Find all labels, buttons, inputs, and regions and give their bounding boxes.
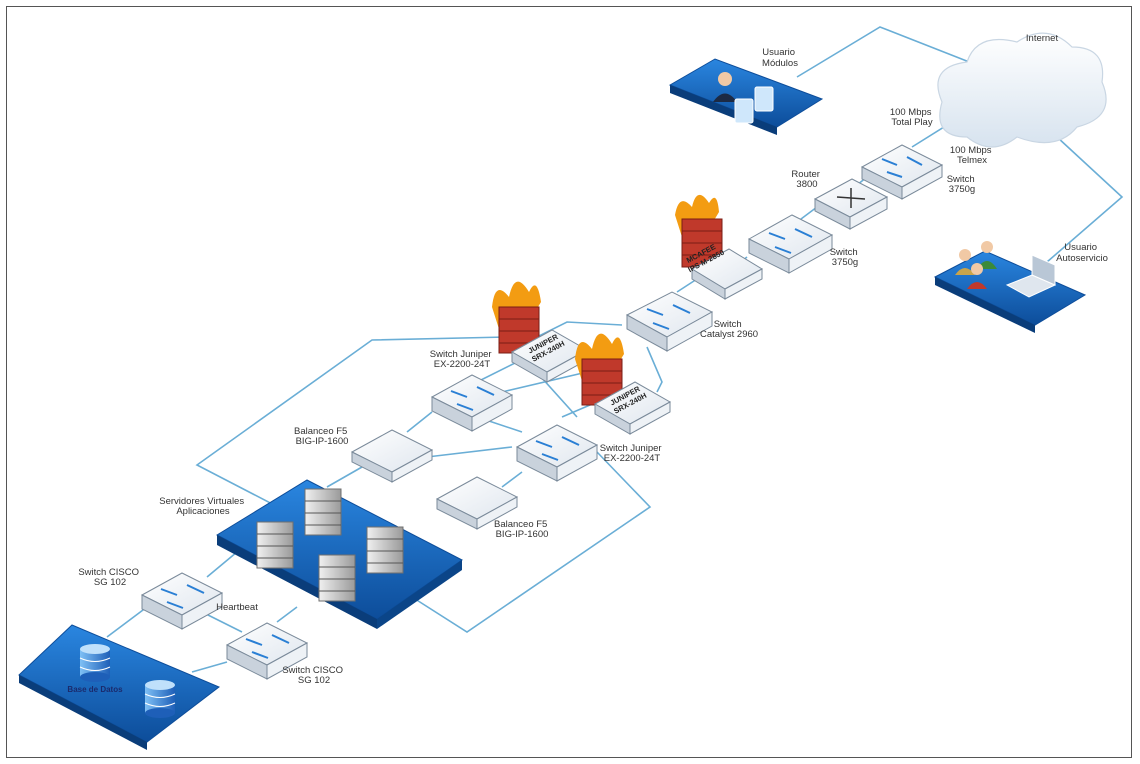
- label-switch-3750-mid: Switch 3750g: [830, 247, 861, 268]
- label-router-line2: 3800: [796, 179, 817, 190]
- label-switch-3750-mid-line2: 3750g: [832, 257, 858, 268]
- mcafee-ips-firewall: [675, 194, 764, 300]
- label-switch-catalyst-line2: Catalyst 2960: [700, 329, 758, 340]
- label-telmex-line2: Telmex: [957, 155, 987, 166]
- label-servidores-line1: Servidores Virtuales: [159, 496, 244, 507]
- label-base-datos: Base de Datos: [67, 685, 123, 694]
- label-router-line1: Router: [791, 169, 820, 180]
- user-icon: [718, 72, 732, 86]
- user-icon: [959, 249, 971, 261]
- label-balanceo-1-line2: BIG-IP-1600: [296, 436, 349, 447]
- label-switch-juniper-1-line2: EX-2200-24T: [434, 359, 491, 370]
- server-icon: [318, 554, 356, 602]
- label-switch-cisco-2-line2: SG 102: [298, 675, 330, 686]
- link-modulos-internet: [796, 26, 983, 78]
- label-balanceo-2-line2: BIG-IP-1600: [496, 529, 549, 540]
- label-switch-cisco-1-line2: SG 102: [94, 577, 126, 588]
- link-mcafee-catalyst: [676, 278, 698, 293]
- databases: [79, 644, 176, 718]
- switch-cisco-2: [225, 622, 309, 680]
- link-outer-left: [195, 336, 508, 523]
- label-heartbeat: Heartbeat: [216, 602, 258, 613]
- label-switch-cisco-1-line1: Switch CISCO: [78, 567, 139, 578]
- switch-cisco-1: [140, 572, 224, 630]
- link-switchjun1-balanceo1: [406, 411, 433, 433]
- label-switch-juniper-2-line1: Switch Juniper: [600, 443, 662, 454]
- label-switch-3750-top: Switch 3750g: [947, 174, 978, 195]
- usuario-autoservicio-platform: [933, 241, 1087, 333]
- label-balanceo-2: Balanceo F5 BIG-IP-1600: [494, 519, 550, 540]
- server-icon: [256, 521, 294, 569]
- juniper-firewall-2: [575, 333, 672, 435]
- label-switch-catalyst-line1: Switch: [714, 319, 742, 330]
- label-usuario-modulos: Usuario Módulos: [762, 47, 798, 69]
- link-cisco1-db: [106, 606, 148, 638]
- link-catalyst-fw1: [536, 321, 623, 338]
- link-internet-autoservicio: [1046, 136, 1124, 263]
- link-balanceo1-servers: [326, 466, 363, 488]
- server-icon: [304, 488, 342, 536]
- switch-juniper-1: [430, 374, 514, 432]
- link-switchjun2-balanceo1: [426, 446, 513, 458]
- link-switchjun2-balanceo2: [501, 471, 523, 488]
- balanceo-f5-2: [435, 476, 519, 530]
- label-servidores: Servidores Virtuales Aplicaciones: [159, 496, 246, 517]
- balanceo-f5-1: [350, 429, 434, 483]
- link-fw2-switchjun1: [501, 371, 588, 393]
- database-icon: [144, 680, 176, 718]
- internet-cloud: [937, 32, 1107, 148]
- label-switch-3750-top-line1: Switch: [947, 174, 975, 185]
- user-icon: [981, 241, 993, 253]
- label-balanceo-2-line1: Balanceo F5: [494, 519, 547, 530]
- label-switch-juniper-2: Switch Juniper EX-2200-24T: [600, 443, 664, 464]
- switch-3750g-top: [860, 144, 944, 200]
- tablet-icon: [754, 86, 774, 112]
- label-total-play-line1: 100 Mbps: [890, 107, 932, 118]
- label-total-play-line2: Total Play: [891, 117, 932, 128]
- link-outer-right: [411, 451, 652, 633]
- switch-catalyst-2960: [625, 291, 714, 352]
- label-usuario-modulos-line1: Usuario: [762, 47, 795, 58]
- label-switch-cisco-1: Switch CISCO SG 102: [78, 567, 141, 588]
- label-internet: Internet: [1026, 33, 1059, 44]
- diagram-frame: Usuario Módulos Internet 100 Mbps Total …: [6, 6, 1132, 758]
- label-servidores-line2: Aplicaciones: [176, 506, 230, 517]
- link-fw1-switchjun1: [476, 361, 518, 383]
- tablet-icon: [734, 98, 754, 124]
- usuario-modulos-platform: [668, 58, 824, 135]
- label-usuario-autoservicio: Usuario Autoservicio: [1056, 242, 1108, 264]
- label-usuario-autoservicio-line1: Usuario: [1064, 242, 1097, 253]
- label-switch-juniper-2-line2: EX-2200-24T: [604, 453, 661, 464]
- label-switch-catalyst: Switch Catalyst 2960: [700, 319, 758, 340]
- router-3800: [813, 178, 889, 230]
- database-icon: [79, 644, 111, 682]
- label-usuario-modulos-line2: Módulos: [762, 58, 798, 69]
- label-balanceo-1-line1: Balanceo F5: [294, 426, 347, 437]
- user-icon: [971, 263, 983, 275]
- switch-juniper-2: [515, 424, 599, 482]
- label-balanceo-1: Balanceo F5 BIG-IP-1600: [294, 426, 350, 447]
- server-icon: [366, 526, 404, 574]
- link-cisco2-db: [191, 661, 228, 673]
- label-telmex: 100 Mbps Telmex: [950, 145, 994, 166]
- network-diagram: Usuario Módulos Internet 100 Mbps Total …: [18, 26, 1124, 750]
- label-switch-cisco-2-line1: Switch CISCO: [282, 665, 343, 676]
- label-switch-3750-top-line2: 3750g: [949, 184, 975, 195]
- link-servers-cisco1: [206, 551, 238, 578]
- switch-3750g-mid: [747, 214, 834, 274]
- label-total-play: 100 Mbps Total Play: [890, 107, 934, 128]
- label-switch-3750-mid-line1: Switch: [830, 247, 858, 258]
- label-telmex-line1: 100 Mbps: [950, 145, 992, 156]
- label-router: Router 3800: [791, 169, 822, 190]
- servers: [256, 488, 404, 602]
- link-servers-cisco2: [276, 606, 298, 623]
- label-switch-cisco-2: Switch CISCO SG 102: [282, 665, 345, 686]
- label-switch-juniper-1: Switch Juniper EX-2200-24T: [430, 349, 494, 370]
- label-usuario-autoservicio-line2: Autoservicio: [1056, 253, 1108, 264]
- link-catalyst-fw2: [646, 346, 663, 393]
- label-switch-juniper-1-line1: Switch Juniper: [430, 349, 492, 360]
